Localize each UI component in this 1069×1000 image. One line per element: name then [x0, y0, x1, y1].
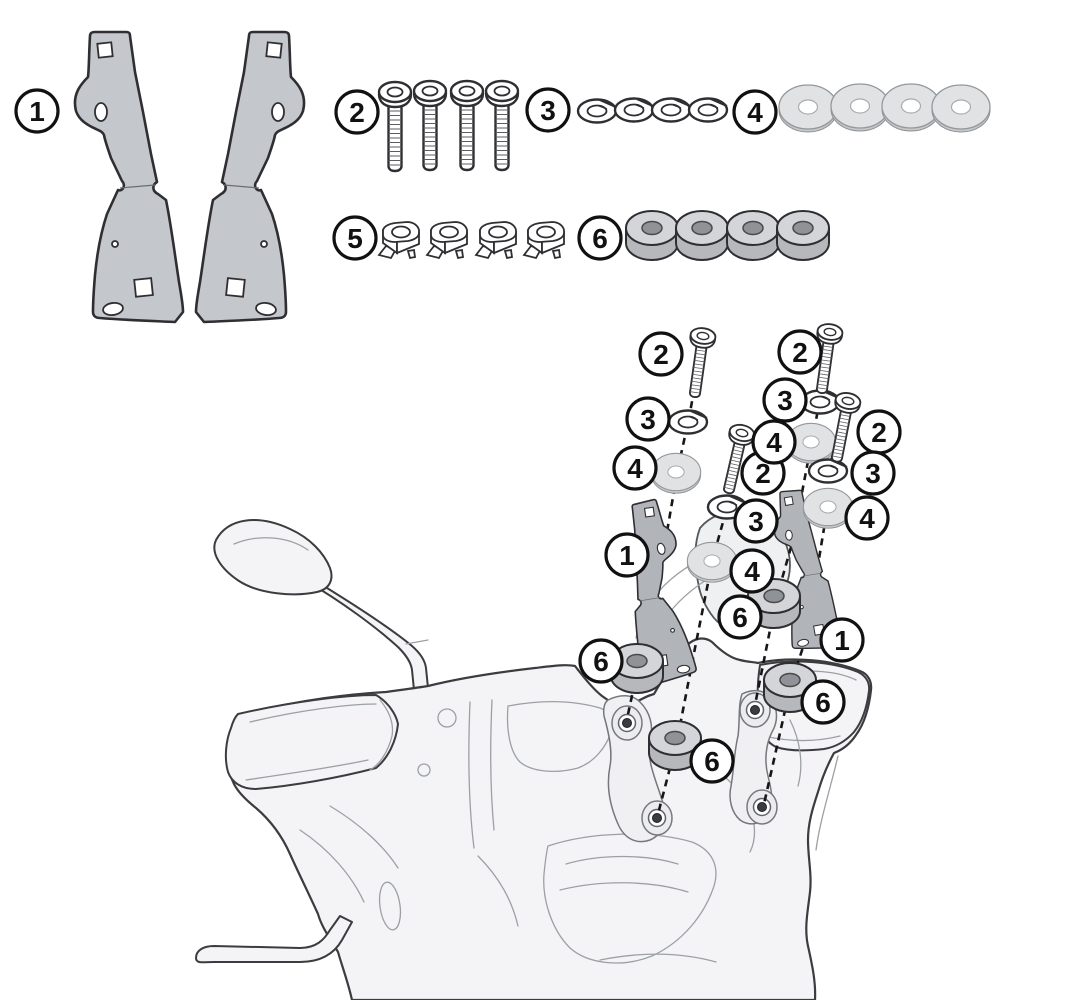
- clip-nut-legend: [523, 221, 565, 259]
- screw-legend: [377, 80, 413, 173]
- flat-washer-legend: [830, 83, 890, 132]
- callout-1: 1: [14, 88, 60, 134]
- spacer-legend: [675, 210, 729, 261]
- svg-text:3: 3: [640, 404, 656, 435]
- callout-4: 4: [732, 89, 778, 135]
- spacer-legend: [625, 210, 679, 261]
- svg-text:3: 3: [540, 95, 556, 126]
- motorcycle-front-view: [195, 510, 873, 1000]
- svg-text:4: 4: [744, 556, 760, 587]
- legend-callouts: 1 2 3 4 5 6: [14, 87, 778, 261]
- callout-2: 2: [638, 331, 684, 377]
- svg-text:6: 6: [593, 646, 609, 677]
- callout-3: 3: [850, 450, 896, 496]
- callout-3: 3: [733, 498, 779, 544]
- callout-4: 4: [844, 495, 890, 541]
- svg-text:1: 1: [29, 96, 45, 127]
- mounting-hole: [746, 789, 778, 825]
- screw-exploded: [681, 325, 718, 400]
- brake-lever: [195, 915, 353, 964]
- callout-3: 3: [625, 396, 671, 442]
- svg-text:5: 5: [347, 223, 363, 254]
- callout-1: 1: [819, 617, 865, 663]
- left-mirror: [213, 519, 429, 691]
- svg-text:2: 2: [792, 337, 808, 368]
- spring-washer-legend: [613, 97, 655, 123]
- flat-washer-exploded: [686, 541, 738, 583]
- clip-nut-legend: [426, 221, 468, 259]
- clip-nut-legend: [378, 221, 420, 259]
- callout-4: 4: [612, 445, 658, 491]
- callout-2: 2: [777, 329, 823, 375]
- mounting-hole: [739, 692, 771, 728]
- svg-text:4: 4: [859, 503, 875, 534]
- callout-6: 6: [577, 215, 623, 261]
- flat-washer-legend: [931, 84, 991, 133]
- callout-4: 4: [729, 548, 775, 594]
- spring-washer-exploded: [807, 458, 849, 484]
- callout-6: 6: [689, 738, 735, 784]
- spacer-legend: [726, 210, 780, 261]
- svg-text:3: 3: [748, 506, 764, 537]
- svg-text:2: 2: [871, 417, 887, 448]
- svg-text:3: 3: [865, 458, 881, 489]
- svg-text:6: 6: [815, 687, 831, 718]
- screw-legend: [449, 79, 485, 172]
- svg-text:2: 2: [755, 458, 771, 489]
- callout-6: 6: [717, 594, 763, 640]
- svg-text:1: 1: [619, 540, 635, 571]
- flat-washer-exploded: [650, 452, 702, 494]
- svg-text:6: 6: [732, 602, 748, 633]
- parts-legend: [73, 30, 991, 324]
- spring-washer-legend: [576, 98, 618, 124]
- svg-text:2: 2: [653, 339, 669, 370]
- svg-text:1: 1: [834, 625, 850, 656]
- screw-legend: [412, 79, 448, 172]
- flat-washer-legend: [778, 84, 838, 133]
- panel-detail-lines: [299, 699, 839, 964]
- spacer-legend: [776, 210, 830, 261]
- mounting-hole: [641, 800, 673, 836]
- spring-washer-exploded: [667, 409, 709, 435]
- svg-text:4: 4: [627, 453, 643, 484]
- callout-6: 6: [800, 679, 846, 725]
- flat-washer-legend: [881, 83, 941, 132]
- svg-text:4: 4: [766, 427, 782, 458]
- svg-text:4: 4: [747, 97, 763, 128]
- callout-3: 3: [762, 377, 808, 423]
- callout-1: 1: [604, 532, 650, 578]
- callout-5: 5: [332, 215, 378, 261]
- svg-text:3: 3: [777, 385, 793, 416]
- svg-text:6: 6: [704, 746, 720, 777]
- mounting-hole: [611, 705, 643, 741]
- mounting-holes: [611, 692, 778, 836]
- svg-text:6: 6: [592, 223, 608, 254]
- callout-6: 6: [578, 638, 624, 684]
- spring-washer-legend: [650, 97, 692, 123]
- callout-3: 3: [525, 87, 571, 133]
- callout-2: 2: [334, 89, 380, 135]
- clip-nut-legend: [475, 221, 517, 259]
- screw-legend: [484, 79, 520, 172]
- callout-2: 2: [856, 409, 902, 455]
- svg-text:2: 2: [349, 97, 365, 128]
- spring-washer-legend: [687, 97, 729, 123]
- bracket-right-legend: [194, 30, 306, 324]
- callout-4: 4: [751, 419, 797, 465]
- left-handguard: [224, 694, 399, 790]
- bracket-left-legend: [73, 30, 185, 324]
